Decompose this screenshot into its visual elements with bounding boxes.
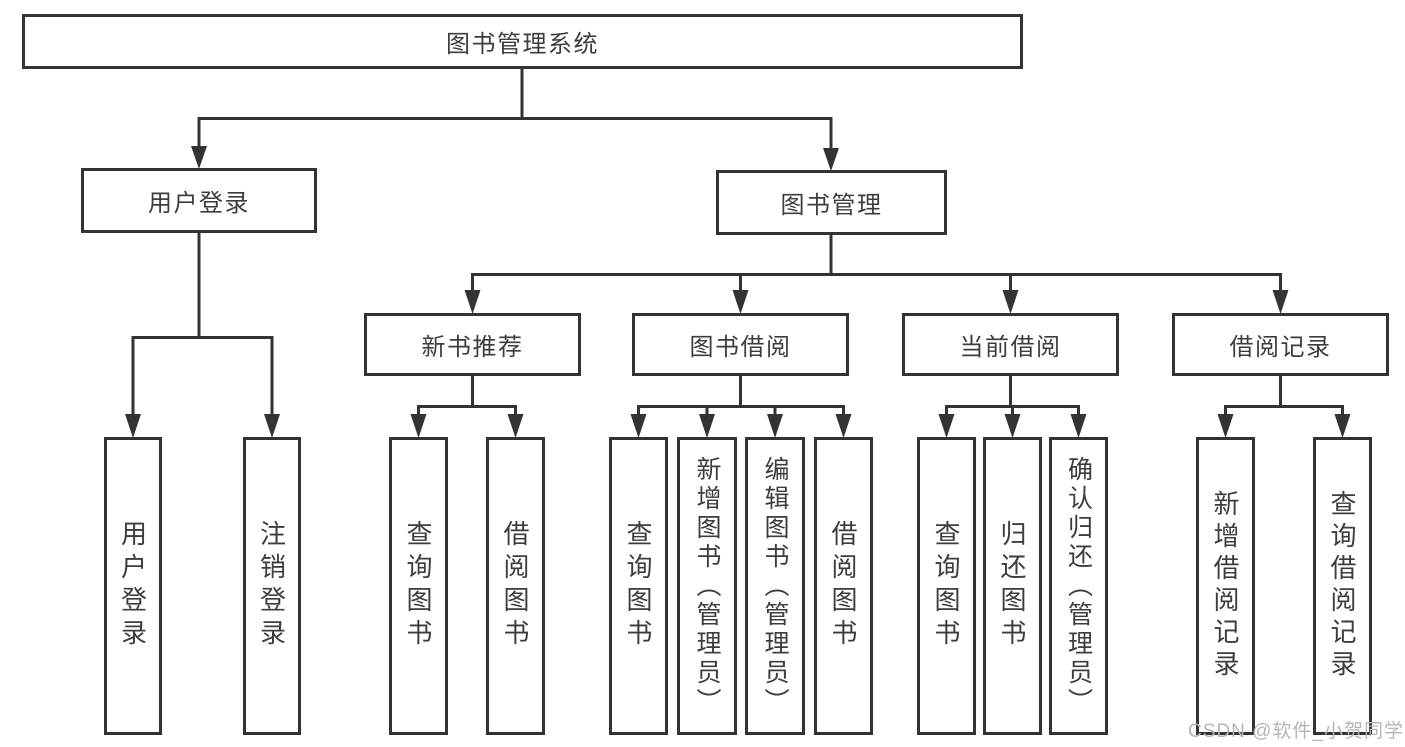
leaf-query-books-current: 查询图书 bbox=[917, 437, 976, 735]
connector-new-book-recommend-to-leaves bbox=[410, 375, 524, 438]
leaf-add-borrow-record: 新增借阅记录 bbox=[1196, 437, 1255, 735]
node-user-login: 用户登录 bbox=[81, 168, 317, 233]
node-label: 归还图书 bbox=[997, 520, 1027, 652]
csdn-watermark: CSDN @软件_小贺同学 bbox=[1188, 721, 1404, 742]
node-new-book-recommend: 新书推荐 bbox=[364, 313, 581, 376]
node-book-borrow: 图书借阅 bbox=[632, 313, 849, 376]
node-book-management: 图书管理 bbox=[716, 170, 947, 235]
node-label: 查询图书 bbox=[403, 520, 433, 652]
leaf-query-books-borrow: 查询图书 bbox=[609, 437, 668, 735]
node-label: 查询借阅记录 bbox=[1327, 490, 1357, 682]
node-label: 借阅图书 bbox=[500, 520, 530, 652]
node-current-borrow: 当前借阅 bbox=[902, 313, 1119, 376]
leaf-borrow-books-recommend: 借阅图书 bbox=[486, 437, 545, 735]
leaf-query-borrow-record: 查询借阅记录 bbox=[1313, 437, 1372, 735]
node-label: 查询图书 bbox=[623, 520, 653, 652]
connector-book-borrow-to-leaves bbox=[630, 375, 852, 438]
node-label: 借阅图书 bbox=[828, 520, 858, 652]
node-label: 借阅记录 bbox=[1229, 334, 1332, 361]
node-label: 查询图书 bbox=[931, 520, 961, 652]
connector-root-to-level2 bbox=[191, 68, 839, 171]
node-label: 新增图书（管理员） bbox=[693, 455, 721, 717]
node-label: 图书管理 bbox=[780, 192, 883, 219]
leaf-edit-books-admin: 编辑图书（管理员） bbox=[745, 437, 805, 735]
node-label: 图书借阅 bbox=[689, 334, 792, 361]
leaf-query-books-recommend: 查询图书 bbox=[389, 437, 448, 735]
leaf-borrow-books: 借阅图书 bbox=[814, 437, 873, 735]
leaf-user-login: 用户登录 bbox=[104, 437, 162, 735]
connector-user-login-to-leaves bbox=[125, 232, 280, 438]
node-label: 当前借阅 bbox=[959, 334, 1062, 361]
node-label: 确认归还（管理员） bbox=[1064, 455, 1093, 717]
leaf-confirm-return-admin: 确认归还（管理员） bbox=[1049, 437, 1108, 735]
node-label: 用户登录 bbox=[148, 190, 250, 217]
leaf-return-books: 归还图书 bbox=[983, 437, 1042, 735]
node-label: 编辑图书（管理员） bbox=[761, 455, 789, 717]
connector-book-management-to-level3 bbox=[464, 234, 1289, 314]
node-borrow-records: 借阅记录 bbox=[1172, 313, 1389, 376]
leaf-add-books-admin: 新增图书（管理员） bbox=[677, 437, 737, 735]
node-label: 新增借阅记录 bbox=[1210, 490, 1240, 682]
leaf-logout: 注销登录 bbox=[243, 437, 301, 735]
connector-current-borrow-to-leaves bbox=[938, 375, 1087, 438]
node-book-management-system: 图书管理系统 bbox=[22, 14, 1023, 69]
node-label: 图书管理系统 bbox=[446, 31, 599, 58]
node-label: 新书推荐 bbox=[421, 334, 524, 361]
node-label: 注销登录 bbox=[256, 520, 287, 652]
connector-borrow-records-to-leaves bbox=[1217, 375, 1351, 438]
node-label: 用户登录 bbox=[117, 520, 148, 652]
